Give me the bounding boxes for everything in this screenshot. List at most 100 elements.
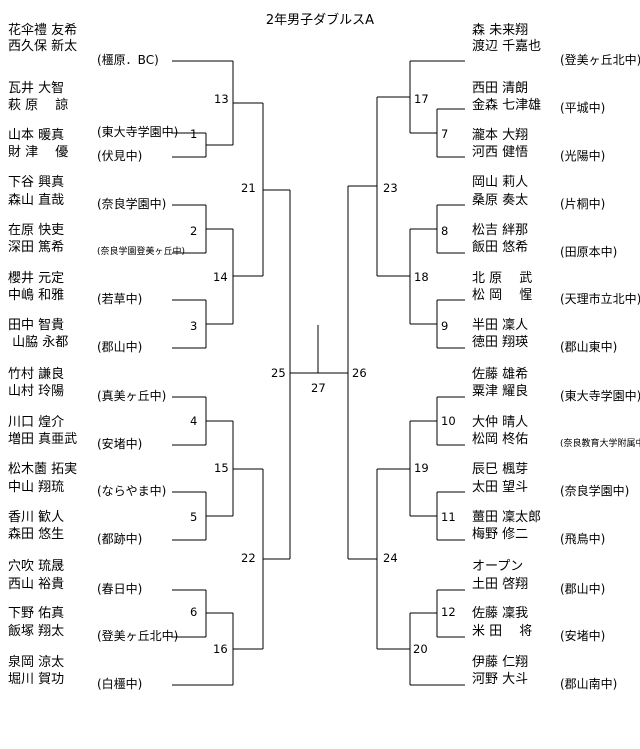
school-label: (真美ヶ丘中): [97, 389, 167, 403]
match-number: 2: [190, 224, 198, 238]
player-name: 堀川 賀功: [8, 672, 65, 687]
school-label: (田原本中): [560, 245, 618, 259]
player-name: 中山 翔琉: [8, 480, 65, 495]
school-label: (奈良教育大学附属中): [560, 439, 640, 449]
player-name: 半田 凜人: [472, 318, 529, 333]
school-label: (都跡中): [97, 532, 143, 546]
school-label: (安堵中): [560, 629, 606, 643]
player-name: 飯田 悠希: [472, 240, 529, 255]
player-name: 香川 歓人: [8, 510, 65, 525]
player-name: 梅野 修二: [472, 527, 529, 542]
match-number: 12: [441, 605, 456, 619]
player-name: 瓦井 大智: [8, 81, 65, 96]
player-name: 竹村 謙良: [8, 367, 65, 382]
school-label: (東大寺学園中): [560, 389, 640, 403]
match-number: 6: [190, 605, 198, 619]
match-number: 27: [311, 381, 326, 395]
player-name: 下谷 興真: [8, 175, 65, 190]
player-name: 桑原 奏太: [472, 193, 529, 208]
player-name: 西山 裕貴: [8, 577, 65, 592]
match-number: 19: [414, 461, 429, 475]
player-name: 金森 七津雄: [472, 98, 542, 113]
player-name: 松 岡 惺: [472, 288, 533, 303]
player-name: 森山 直哉: [8, 193, 65, 208]
player-name: 田中 智貴: [8, 318, 65, 333]
match-number: 15: [214, 461, 229, 475]
player-name: 佐藤 雄希: [472, 367, 529, 382]
school-label: (登美ヶ丘北中): [97, 629, 179, 643]
player-name: 西田 清朗: [472, 81, 529, 96]
player-name: 西久保 新太: [8, 39, 78, 54]
match-number: 11: [441, 510, 456, 524]
school-label: (伏見中): [97, 149, 143, 163]
school-label: (安堵中): [97, 437, 143, 451]
match-number: 1: [190, 127, 198, 141]
match-number: 14: [213, 270, 228, 284]
player-name: 瀧本 大翔: [472, 128, 529, 143]
match-number: 4: [190, 414, 198, 428]
player-name: 森田 悠生: [8, 527, 65, 542]
school-label: (奈良学園中): [560, 484, 630, 498]
player-name: 山村 玲陽: [8, 384, 65, 399]
match-number: 23: [383, 181, 398, 195]
player-name: 河西 健悟: [472, 145, 529, 160]
player-name: 森 未来翔: [472, 23, 529, 38]
match-number: 5: [190, 510, 198, 524]
match-number: 16: [213, 642, 228, 656]
player-name: 薑田 凜太郎: [472, 510, 542, 525]
player-name: 渡辺 千嘉也: [472, 39, 542, 54]
match-number: 3: [190, 319, 198, 333]
player-name: 川口 煌介: [8, 415, 65, 430]
player-name: 大仲 晴人: [472, 415, 529, 430]
player-name: 萩 原 諒: [8, 98, 69, 113]
player-name: 河野 大斗: [472, 672, 529, 687]
match-number: 25: [271, 366, 286, 380]
school-label: (東大寺学園中): [97, 125, 179, 139]
player-name: 櫻井 元定: [8, 271, 65, 286]
player-name: 土田 啓翔: [472, 577, 529, 592]
player-name: 辰巳 楓芽: [472, 462, 529, 477]
player-name: 財 津 優: [8, 145, 69, 160]
school-label: (奈良学園中): [97, 197, 167, 211]
match-number: 21: [241, 181, 256, 195]
player-name: 松岡 柊佑: [472, 432, 529, 447]
player-name: 下野 佑真: [8, 606, 65, 621]
player-name: 在原 快吏: [8, 223, 65, 238]
school-label: (片桐中): [560, 197, 606, 211]
match-number: 18: [414, 270, 429, 284]
match-number: 10: [441, 414, 456, 428]
match-number: 17: [414, 92, 429, 106]
school-label: (飛鳥中): [560, 532, 606, 546]
match-number: 7: [441, 127, 449, 141]
player-name: 山脇 永都: [8, 335, 69, 350]
player-name: オープン: [472, 559, 524, 574]
school-label: (奈良学園登美ヶ丘中): [97, 247, 186, 257]
player-name: 泉岡 涼太: [8, 655, 65, 670]
school-label: (平城中): [560, 101, 606, 115]
player-name: 穴吹 琉晟: [8, 559, 65, 574]
school-label: (光陽中): [560, 149, 606, 163]
player-name: 山本 暖真: [8, 128, 65, 143]
player-name: 松吉 絆那: [472, 223, 529, 238]
match-number: 26: [352, 366, 367, 380]
match-number: 20: [413, 642, 428, 656]
match-number: 8: [441, 224, 449, 238]
player-name: 粟津 耀良: [472, 384, 529, 399]
match-number: 22: [241, 551, 256, 565]
player-name: 伊藤 仁翔: [472, 655, 529, 670]
school-label: (登美ヶ丘北中): [560, 53, 640, 67]
player-name: 米 田 将: [472, 624, 533, 639]
match-number: 9: [441, 319, 449, 333]
player-name: 岡山 莉人: [472, 175, 529, 190]
player-name: 松木薗 拓実: [8, 462, 78, 477]
player-name: 太田 望斗: [472, 480, 529, 495]
school-label: (郡山中): [560, 582, 606, 596]
player-name: 北 原 武: [472, 271, 533, 286]
school-label: (郡山中): [97, 340, 143, 354]
school-label: (天理市立北中): [560, 292, 640, 306]
school-label: (郡山南中): [560, 677, 618, 691]
player-name: 花伞禮 友希: [8, 23, 78, 38]
match-number: 13: [214, 92, 229, 106]
